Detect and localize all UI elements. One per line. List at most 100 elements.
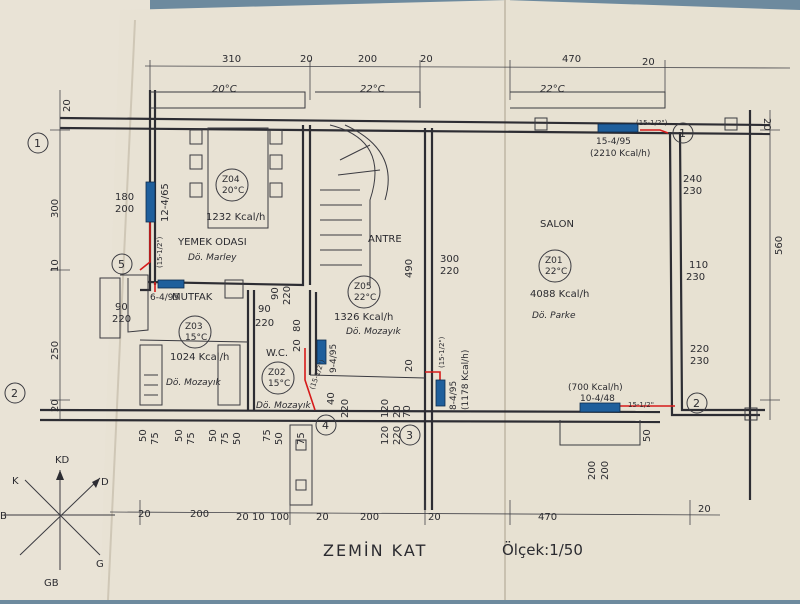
dim-bottom-9: 20 [698,504,711,515]
radiator-symbols [145,123,639,413]
room-name-z01: SALON [540,219,574,230]
zone-id-z01: Z01 [545,256,563,266]
dim-left-5: 90 [115,302,128,313]
dim-inner-2: 90 [258,304,271,315]
dim-door-5: 75 [220,432,231,445]
zone-circles [178,168,572,395]
dim-top-1: 20 [300,54,313,65]
paper-center-sheet [100,0,510,600]
room-floor-z02: Dö. Mozayık [256,401,311,411]
dim-left-6: 220 [112,314,131,325]
dim-bottom-8: 470 [538,512,557,523]
radiator-mutfak [157,279,185,289]
room-name-z03: MUTFAK [172,292,213,303]
compass-kd: KD [55,455,70,466]
pipe-label-1: (15-1/2") [156,236,164,268]
compass-k: K [12,476,19,487]
room-floor-z05: Dö. Mozayık [346,327,401,337]
dim-door-7: 75 [262,429,273,442]
radiator-load-salon-bottom: (700 Kcal/h) [568,383,623,393]
dim-inner-5: 20 [292,339,303,352]
axis-marker-3: 3 [406,429,413,442]
zone-temp-z03: 15°C [185,333,207,343]
axis-marker-4: 4 [322,419,329,432]
dim-door-8: 50 [274,432,285,445]
dim-salon-0: 240 [683,174,702,185]
entrance-steps [289,420,641,506]
dim-left-3: 200 [115,204,134,215]
dim-left-2: 180 [115,192,134,203]
dim-left-8: 20 [50,399,61,412]
dim-left-4: 10 [50,259,61,272]
dim-inner-11: 220 [340,399,351,418]
radiator-label-salon-top: 15-4/95 [596,137,631,147]
dim-inner-15: 120 [380,426,391,445]
compass-d: D [101,477,109,488]
zone-temp-z01: 22°C [545,267,567,277]
interior-walls [120,125,434,510]
dim-inner-8: 490 [404,259,415,278]
dim-inner-6: 300 [440,254,459,265]
axis-marker-1-right: 1 [679,127,686,140]
axis-marker-5: 5 [118,258,125,271]
dim-top-3: 20 [420,54,433,65]
dim-inner-13: 20 [392,405,403,418]
kitchen-fixtures [99,277,244,406]
room-load-z04: 1232 Kcal/h [206,212,265,223]
dim-bottom-5: 20 [316,512,329,523]
salon-window-marks [534,117,758,421]
zone-id-z04: Z04 [222,175,240,185]
zone-id-z03: Z03 [185,322,203,332]
dim-bottom-0: 20 [138,509,151,520]
room-floor-z03: Dö. Mozayık [166,378,221,388]
dim-inner-12: 120 [380,399,391,418]
dim-left-0: 20 [62,99,73,112]
room-floor-z04: Dö. Marley [188,253,237,263]
dim-door-6: 50 [232,432,243,445]
compass-b: B [0,511,7,522]
room-load-z01: 4088 Kcal/h [530,289,589,300]
dim-salon-door-1: 200 [600,461,611,480]
dim-right-0: 20 [761,118,772,131]
room-name-z02: W.C. [266,348,288,359]
dim-bottom-4: 100 [270,512,289,523]
dim-bottom-6: 200 [360,512,379,523]
radiator-salon-bottom [579,402,621,413]
compass-rose [5,470,115,570]
radiator-load-antre: (1178 Kcal/h) [461,350,471,410]
axis-marker-2: 2 [11,387,18,400]
dim-bottom-1: 200 [190,509,209,520]
bottom-dimension-lines [109,500,721,525]
dim-top-4: 470 [562,54,581,65]
heating-pipes [139,129,675,411]
adjacent-temp-1: 20°C [212,84,237,95]
dim-top-0: 310 [222,54,241,65]
axis-marker-circles [4,122,708,446]
adjacent-temp-2: 22°C [360,84,385,95]
dim-inner-1: 220 [282,286,293,305]
dim-salon-1: 230 [683,186,702,197]
radiator-salon-top [597,123,639,133]
dim-bottom-2: 20 [236,512,249,523]
compass-gb: GB [44,578,59,589]
dim-salon-2: 110 [689,260,708,271]
dim-right-1: 560 [774,236,785,255]
dim-left-7: 250 [50,341,61,360]
pipe-label-4: (15-1/2") [636,119,668,127]
dim-door-1: 75 [150,432,161,445]
dim-salon-4: 220 [690,344,709,355]
radiator-wc [316,339,327,365]
dim-inner-10: 40 [326,392,337,405]
dim-bottom-3: 10 [252,512,265,523]
dim-salon-5: 230 [690,356,709,367]
compass-g: G [96,559,104,570]
dim-inner-16: 220 [392,426,403,445]
zone-temp-z04: 20°C [222,186,244,196]
drawing-title: ZEMİN KAT [323,541,427,560]
dim-door-0: 50 [138,429,149,442]
drawing-scale: Ölçek:1/50 [502,540,583,559]
axis-marker-2-right: 2 [693,397,700,410]
dining-table [189,127,283,229]
zone-temp-z05: 22°C [354,293,376,303]
